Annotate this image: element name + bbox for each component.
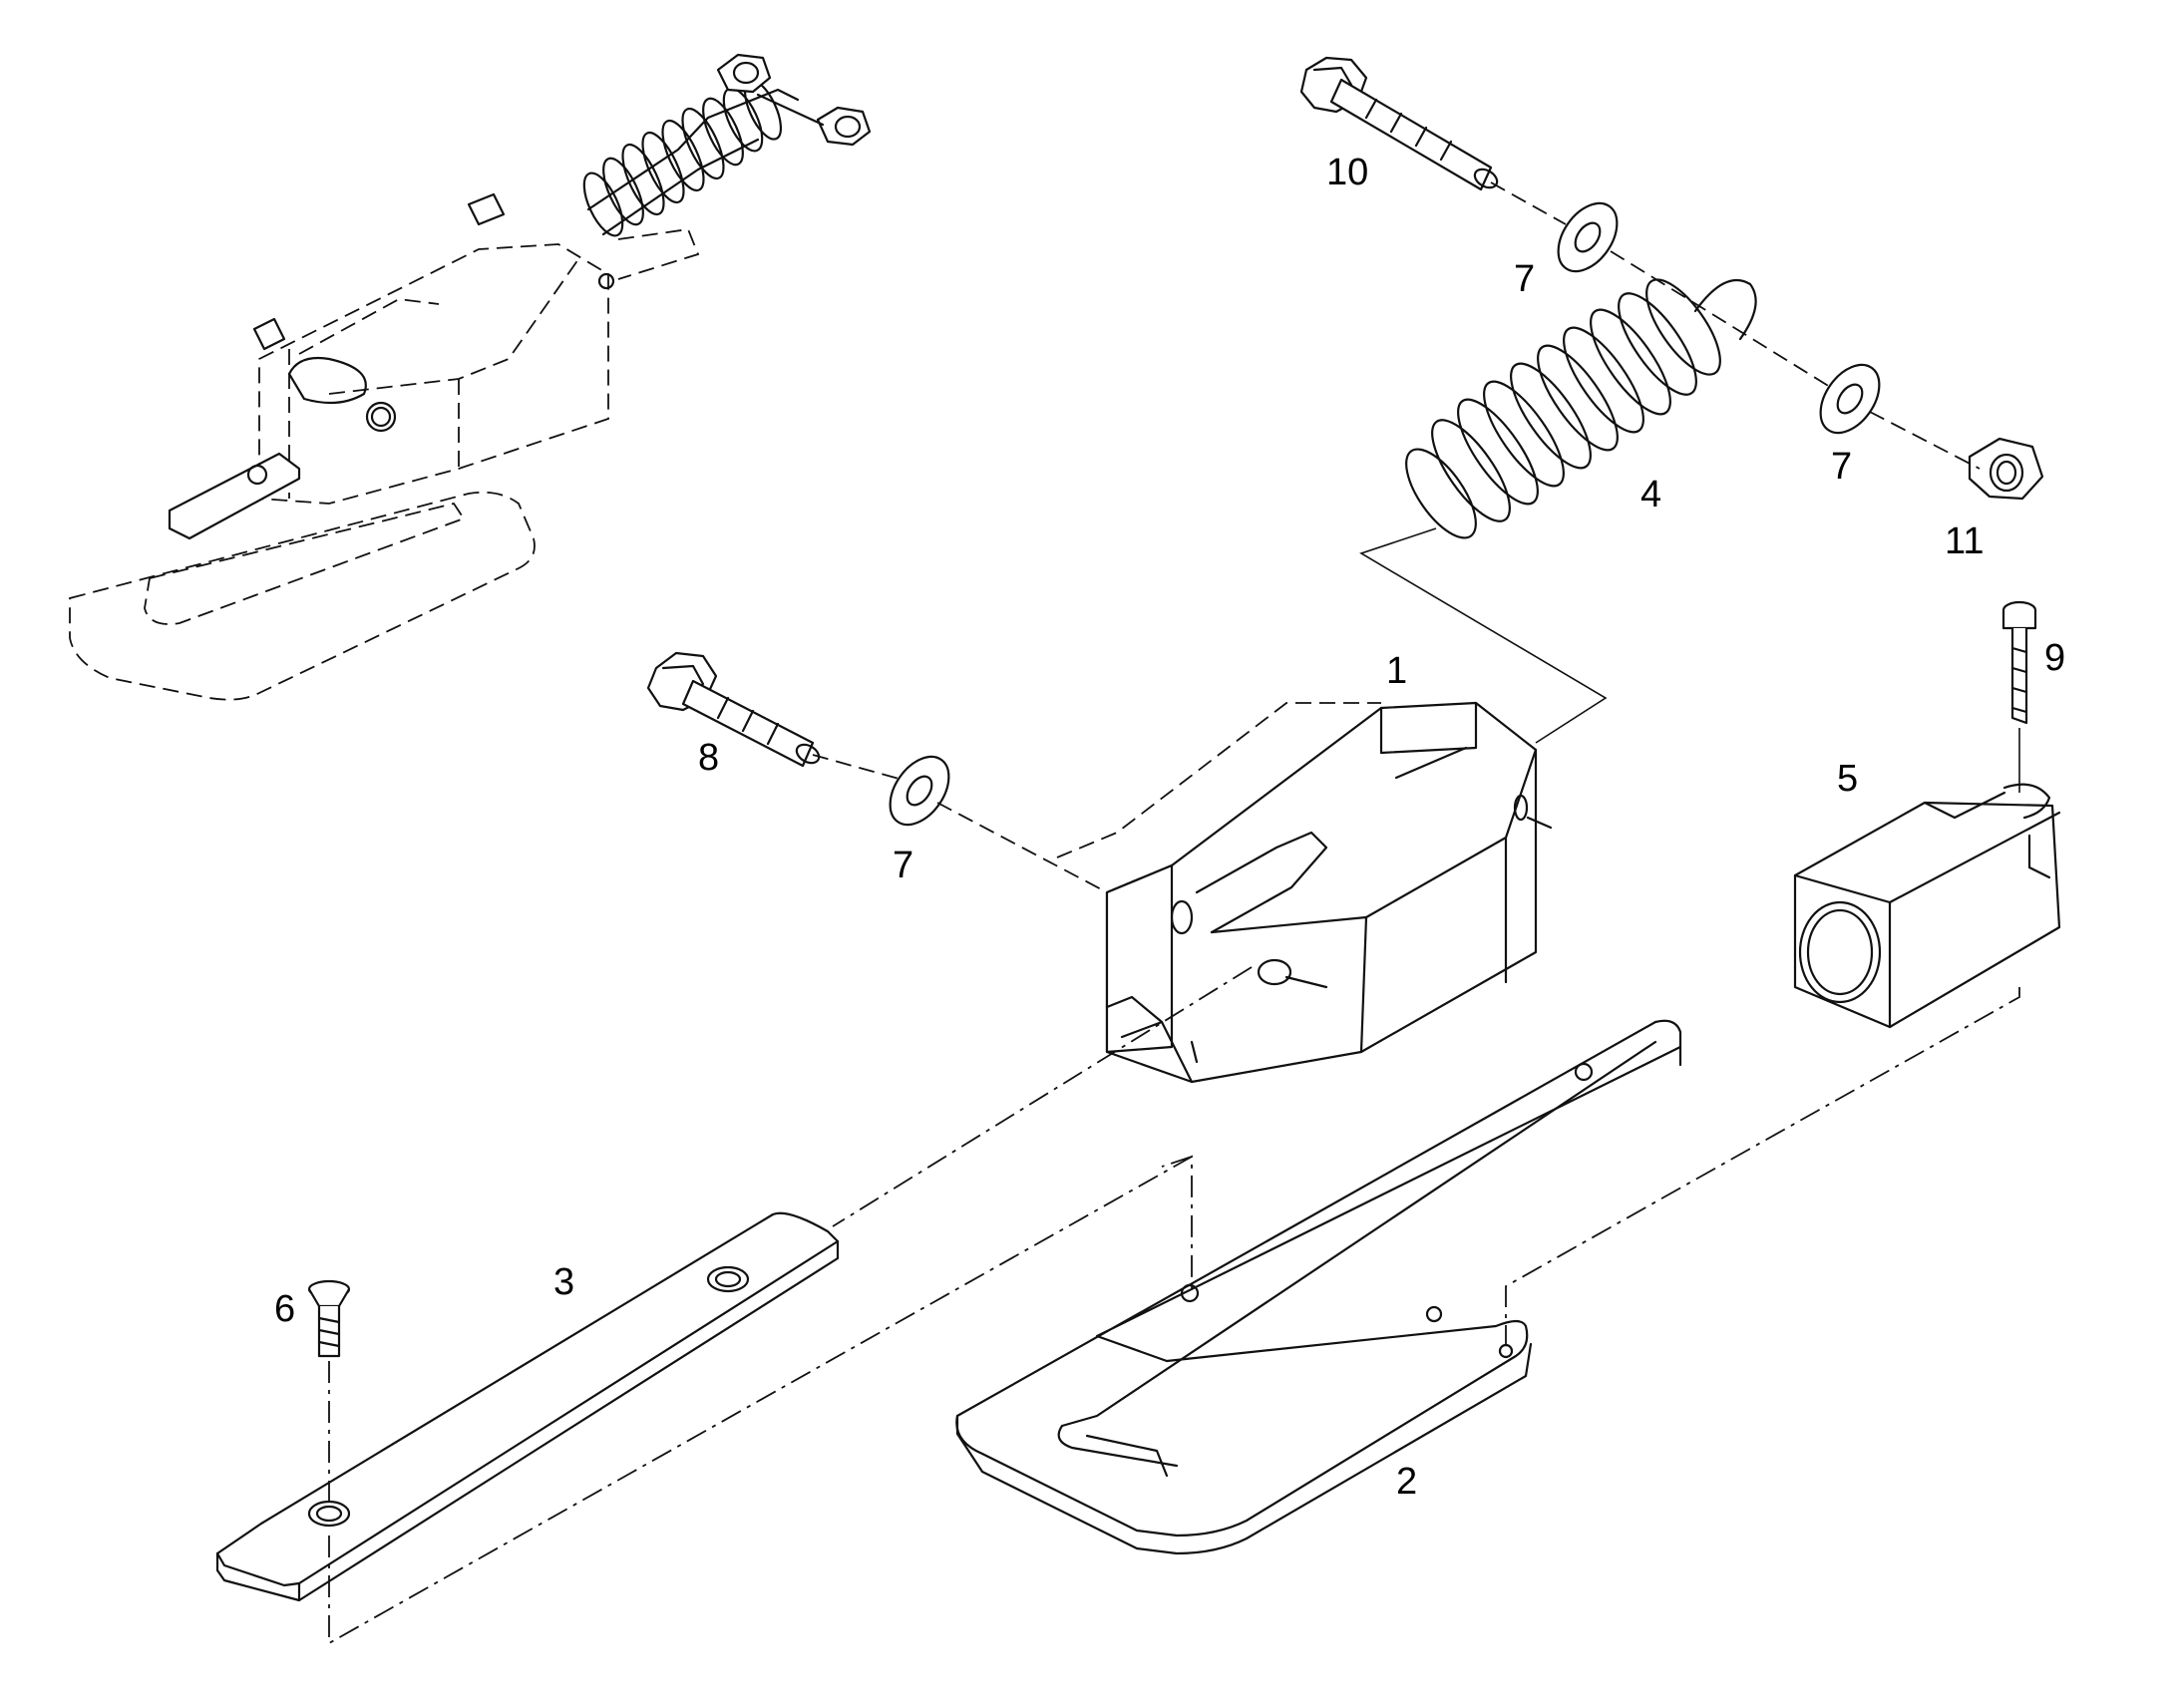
part-11-nut — [1968, 437, 2044, 501]
part-1-block — [1056, 701, 1553, 1084]
callout-labels: 1 2 3 4 5 6 7 7 7 8 9 10 11 — [274, 152, 2065, 1503]
part-3-strip — [215, 1211, 840, 1602]
part-9-screw — [2001, 600, 2037, 725]
callout-7-upper: 7 — [1514, 258, 1535, 300]
part-7-washer-lower — [889, 755, 950, 827]
assembled-view — [69, 53, 872, 701]
callout-9: 9 — [2044, 637, 2065, 679]
assembled-nuts — [716, 53, 872, 147]
callout-6: 6 — [274, 1288, 295, 1330]
callout-11: 11 — [1945, 520, 1984, 562]
assembled-spring — [582, 79, 800, 237]
part-7-washer-upper — [1557, 201, 1619, 273]
part-4-spring — [1405, 278, 1757, 539]
callout-4: 4 — [1640, 474, 1661, 515]
leader-4-to-1 — [1359, 527, 1608, 744]
callout-3: 3 — [553, 1261, 574, 1303]
part-7-washer-right — [1819, 363, 1881, 435]
callout-1: 1 — [1386, 650, 1407, 692]
part-5-guide-block — [1793, 728, 2061, 1029]
callout-5: 5 — [1837, 758, 1858, 800]
assembly-lines — [328, 181, 2020, 1645]
callout-7-lower: 7 — [893, 845, 913, 886]
callout-8: 8 — [698, 737, 719, 779]
callout-10: 10 — [1326, 152, 1368, 193]
part-6-screw — [307, 1279, 351, 1358]
callout-2: 2 — [1396, 1461, 1417, 1503]
part-8-bolt — [646, 651, 821, 768]
part-2-u-plate — [955, 1019, 1682, 1555]
callout-7-right: 7 — [1831, 446, 1852, 488]
